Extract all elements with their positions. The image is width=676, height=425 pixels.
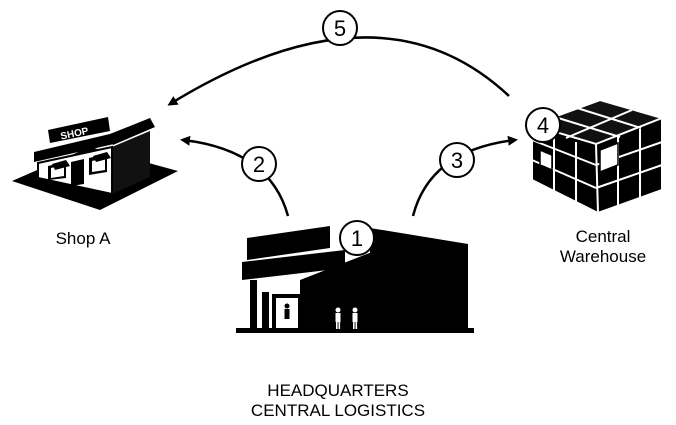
- step-number-2: 2: [253, 152, 265, 177]
- step-badge-3: 3: [439, 142, 475, 178]
- step-badge-5: 5: [322, 10, 358, 46]
- step-number-1: 1: [351, 226, 363, 251]
- warehouse-label-line1: Central: [575, 227, 631, 246]
- headquarters-label: HEADQUARTERS CENTRAL LOGISTICS: [238, 381, 438, 421]
- step-badge-1: 1: [339, 220, 375, 256]
- step-badge-2: 2: [241, 146, 277, 182]
- step-number-4: 4: [537, 113, 549, 138]
- shop-label: Shop A: [55, 229, 111, 248]
- step-badge-4: 4: [525, 107, 561, 143]
- warehouse-icon: [528, 98, 666, 215]
- headquarters-building: [236, 226, 474, 333]
- arrow-hq-to-shop: [180, 135, 290, 217]
- warehouse-label: Central Warehouse: [528, 227, 676, 267]
- shop-icon: SHOP: [12, 117, 178, 210]
- headquarters-label-line2: CENTRAL LOGISTICS: [250, 401, 426, 420]
- warehouse-label-line2: Warehouse: [559, 247, 647, 266]
- step-number-3: 3: [451, 148, 463, 173]
- arrow-warehouse-to-shop: [167, 36, 510, 106]
- step-number-5: 5: [334, 16, 346, 41]
- headquarters-label-line1: HEADQUARTERS: [267, 381, 409, 400]
